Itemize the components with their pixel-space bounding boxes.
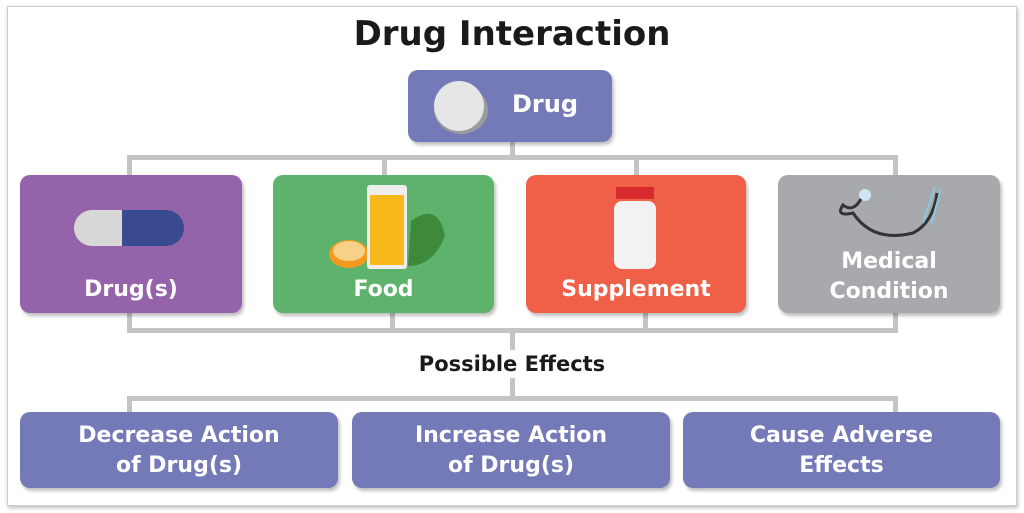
connector <box>510 140 515 160</box>
interactor-drugs: Drug(s) <box>20 175 242 313</box>
interactor-label: Supplement <box>561 277 711 302</box>
connector <box>893 312 898 332</box>
connector <box>643 312 648 332</box>
juice-orange-greens-icon <box>329 185 445 269</box>
connector <box>390 312 395 332</box>
drug-node-label: Drug <box>512 90 579 118</box>
interactor-supplement: Supplement <box>526 175 746 313</box>
interactor-medical-condition: Medical Condition <box>778 175 1000 313</box>
interactor-food: Food <box>273 175 494 313</box>
diagram-title: Drug Interaction <box>353 14 671 54</box>
interactor-label: Condition <box>829 279 949 304</box>
connector <box>127 396 898 401</box>
interactor-label: Drug(s) <box>84 277 178 302</box>
connector <box>634 155 639 177</box>
connector <box>510 378 515 400</box>
stethoscope-icon <box>839 186 942 237</box>
connector <box>893 396 898 414</box>
effect-decrease-action: Decrease Action of Drug(s) <box>20 412 338 488</box>
capsule-icon <box>74 210 184 246</box>
interactor-label: Medical <box>841 249 937 274</box>
effect-adverse-effects: Cause Adverse Effects <box>683 412 1000 488</box>
connector <box>893 155 898 177</box>
possible-effects-heading: Possible Effects <box>418 352 606 376</box>
connector <box>127 396 132 414</box>
effect-label: Decrease Action <box>78 423 280 448</box>
tablet-icon <box>434 81 488 134</box>
effect-label: Cause Adverse <box>749 423 934 448</box>
effect-label: of Drug(s) <box>447 453 575 478</box>
connector <box>127 155 132 177</box>
effect-label: of Drug(s) <box>115 453 243 478</box>
effect-label: Effects <box>799 453 884 478</box>
connector <box>382 155 387 177</box>
interactor-label: Food <box>353 277 414 302</box>
effect-increase-action: Increase Action of Drug(s) <box>352 412 670 488</box>
frame <box>7 6 1017 506</box>
connector <box>127 155 898 160</box>
drug-node: Drug <box>408 70 612 142</box>
connector <box>127 312 132 332</box>
pill-bottle-icon <box>614 187 656 269</box>
effect-label: Increase Action <box>414 423 608 448</box>
connector <box>510 328 515 350</box>
